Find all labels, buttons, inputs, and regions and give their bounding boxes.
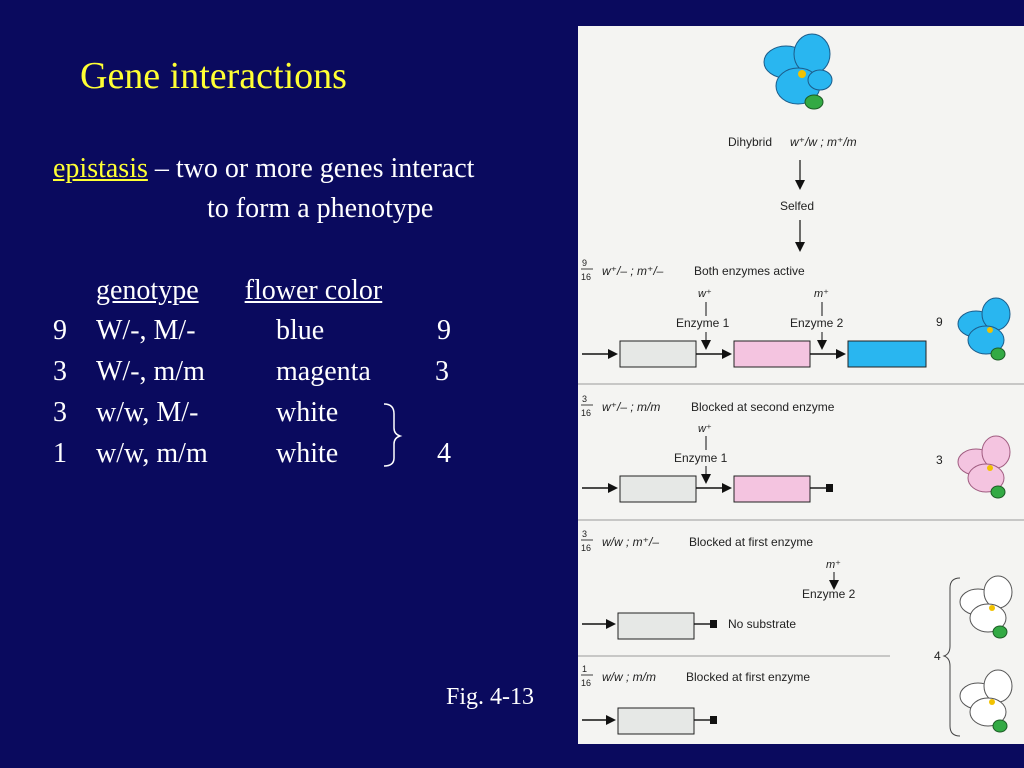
flower-magenta-icon bbox=[957, 435, 1011, 499]
row-ratio: 1 bbox=[53, 438, 67, 469]
svg-text:3: 3 bbox=[582, 394, 587, 404]
svg-text:Both enzymes active: Both enzymes active bbox=[694, 264, 805, 278]
flower-white-icon bbox=[959, 575, 1013, 639]
svg-text:w⁺/– ; m⁺/–: w⁺/– ; m⁺/– bbox=[602, 264, 664, 278]
row-ratio: 3 bbox=[53, 356, 67, 387]
row-total: 4 bbox=[437, 438, 451, 469]
row-color: white bbox=[276, 397, 339, 428]
row-genotype: W/-, m/m bbox=[96, 356, 205, 387]
row-genotype: w/w, m/m bbox=[96, 438, 208, 469]
white-count: 4 bbox=[934, 649, 941, 663]
svg-text:m⁺: m⁺ bbox=[814, 288, 829, 300]
row-color: blue bbox=[276, 315, 325, 346]
row-genotype: W/-, M/- bbox=[96, 315, 196, 346]
definition-line-1: epistasis – two or more genes interact bbox=[53, 152, 474, 186]
row-color: white bbox=[276, 438, 339, 469]
row-ratio: 3 bbox=[53, 397, 67, 428]
white-group-brace bbox=[383, 403, 403, 467]
svg-text:16: 16 bbox=[581, 678, 591, 688]
svg-text:w/w ; m/m: w/w ; m/m bbox=[602, 670, 656, 684]
svg-text:16: 16 bbox=[581, 543, 591, 553]
svg-text:Enzyme 1: Enzyme 1 bbox=[676, 316, 730, 330]
table-header: genotype flower color bbox=[53, 274, 435, 308]
row-total: 3 bbox=[435, 356, 449, 387]
flower-parent-icon bbox=[763, 33, 833, 110]
svg-text:Blocked at first enzyme: Blocked at first enzyme bbox=[689, 535, 813, 549]
flower-blue-icon bbox=[957, 297, 1011, 361]
figure-caption: Fig. 4-13 bbox=[446, 684, 535, 710]
svg-text:3: 3 bbox=[936, 453, 943, 467]
slide-title: Gene interactions bbox=[80, 55, 347, 97]
row-ratio: 9 bbox=[53, 315, 67, 346]
selfed-label: Selfed bbox=[780, 199, 814, 213]
figure-svg: Dihybrid w⁺/w ; m⁺/m Selfed 9 16 w⁺/– ; … bbox=[578, 33, 1024, 737]
row-genotype: w/w, M/- bbox=[96, 397, 199, 428]
row-total: 9 bbox=[437, 315, 451, 346]
flower-white-icon bbox=[959, 669, 1013, 733]
svg-text:Enzyme 1: Enzyme 1 bbox=[674, 451, 728, 465]
panel-3-16-first: 3 16 w/w ; m⁺/– Blocked at first enzyme … bbox=[581, 529, 856, 640]
svg-text:w/w ; m⁺/–: w/w ; m⁺/– bbox=[602, 535, 659, 549]
dihybrid-genotype: w⁺/w ; m⁺/m bbox=[790, 135, 857, 149]
svg-text:m⁺: m⁺ bbox=[826, 559, 841, 571]
header-flower-color: flower color bbox=[244, 275, 383, 306]
definition-text: – two or more genes interact bbox=[147, 153, 475, 184]
svg-text:9: 9 bbox=[582, 258, 587, 268]
svg-text:w⁺: w⁺ bbox=[698, 423, 712, 435]
svg-text:16: 16 bbox=[581, 408, 591, 418]
svg-text:Blocked at second enzyme: Blocked at second enzyme bbox=[691, 400, 835, 414]
svg-text:Blocked at first enzyme: Blocked at first enzyme bbox=[686, 670, 810, 684]
panel-9-16: 9 16 w⁺/– ; m⁺/– Both enzymes active w⁺ … bbox=[581, 258, 1011, 368]
panel-3-16-second: 3 16 w⁺/– ; m/m Blocked at second enzyme… bbox=[581, 394, 1011, 503]
row-color: magenta bbox=[276, 356, 371, 387]
svg-text:3: 3 bbox=[582, 529, 587, 539]
svg-text:w⁺: w⁺ bbox=[698, 288, 712, 300]
svg-text:9: 9 bbox=[936, 315, 943, 329]
svg-text:16: 16 bbox=[581, 272, 591, 282]
svg-text:No substrate: No substrate bbox=[728, 617, 796, 631]
panel-1-16: 1 16 w/w ; m/m Blocked at first enzyme bbox=[581, 664, 810, 735]
header-genotype: genotype bbox=[96, 275, 199, 306]
svg-text:Enzyme 2: Enzyme 2 bbox=[802, 587, 856, 601]
epistasis-figure: Dihybrid w⁺/w ; m⁺/m Selfed 9 16 w⁺/– ; … bbox=[578, 26, 1024, 744]
term-epistasis: epistasis bbox=[53, 153, 148, 184]
svg-text:1: 1 bbox=[582, 664, 587, 674]
svg-text:w⁺/– ; m/m: w⁺/– ; m/m bbox=[602, 400, 660, 414]
definition-line-2: to form a phenotype bbox=[207, 193, 434, 224]
svg-text:Enzyme 2: Enzyme 2 bbox=[790, 316, 844, 330]
dihybrid-label: Dihybrid bbox=[728, 135, 772, 149]
